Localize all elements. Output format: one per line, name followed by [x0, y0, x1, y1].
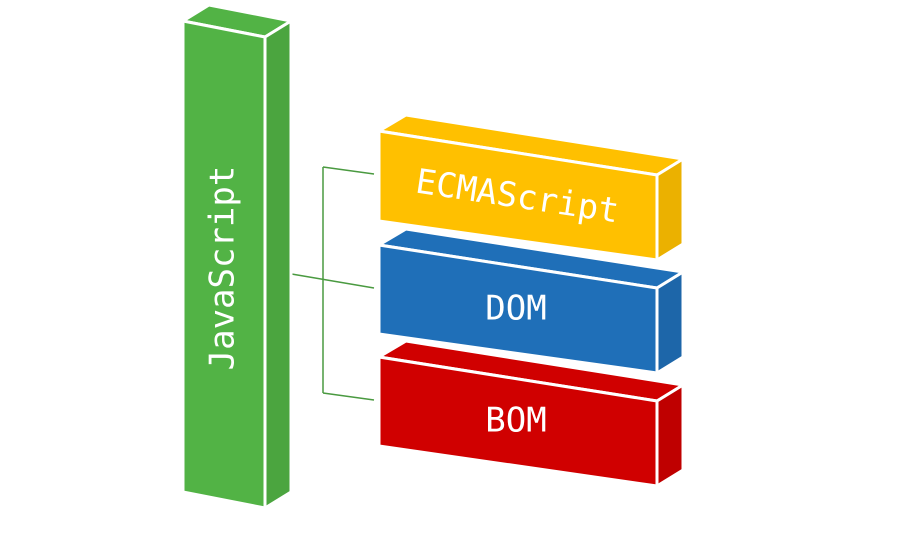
javascript-block-side [263, 19, 293, 510]
connector-branch-bom [322, 392, 375, 401]
javascript-block: JavaScript [181, 3, 293, 510]
bom-block-front [377, 355, 659, 488]
connector-branch-ecmascript [322, 166, 375, 175]
bom-block-side [655, 383, 685, 488]
javascript-block-front [181, 19, 267, 510]
dom-block-side [655, 270, 685, 375]
ecmascript-block: ECMAScript [377, 113, 685, 262]
dom-label: DOM [485, 289, 546, 329]
dom-block-front [377, 243, 659, 375]
bom-label: BOM [485, 401, 546, 441]
ecmascript-block-side [655, 157, 685, 262]
bom-block: BOM [377, 339, 685, 488]
javascript-label: JavaScript [203, 166, 243, 371]
dom-block: DOM [377, 227, 685, 375]
ecmascript-block-front [377, 129, 659, 262]
